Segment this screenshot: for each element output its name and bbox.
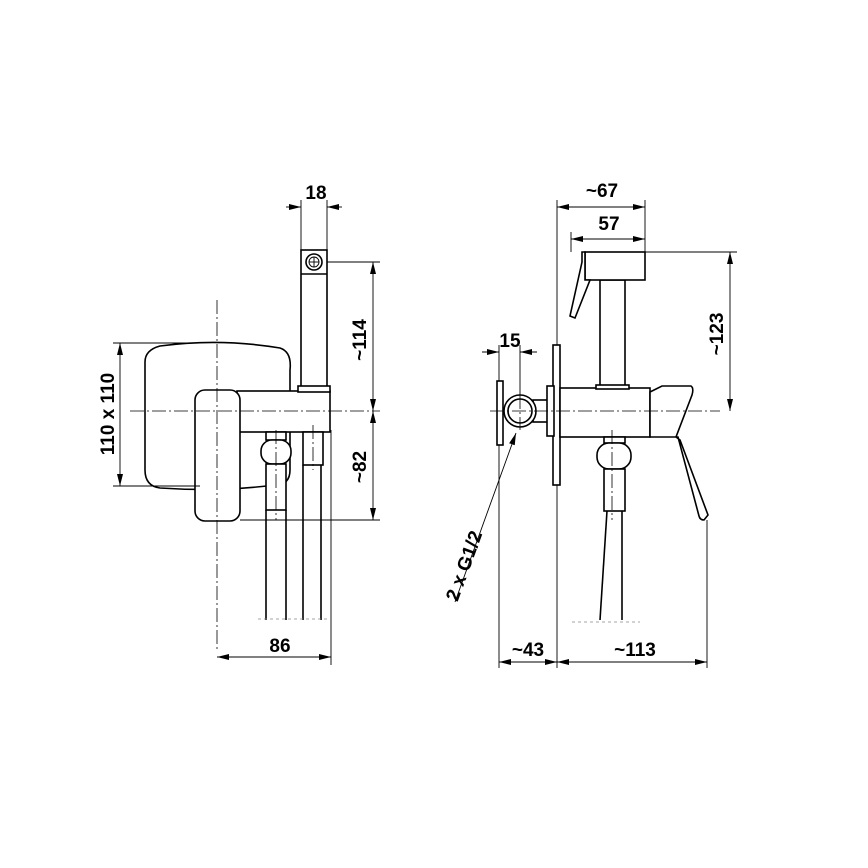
handset-head <box>584 251 646 281</box>
lever-handle <box>194 389 241 522</box>
front-view: ~67 57 ~123 15 2 x G1/2 ~43 ~113 <box>442 181 737 668</box>
lever-handle <box>649 385 709 521</box>
handset-collar <box>297 385 331 393</box>
dim-depth: 86 <box>269 636 290 657</box>
connection-label: 2 x G1/2 <box>442 528 487 604</box>
hose-ball-joint <box>596 442 632 470</box>
handset <box>300 249 328 388</box>
dim-overall-width: ~67 <box>586 181 618 202</box>
side-view: 18 ~114 ~82 110 x 110 86 <box>98 183 380 665</box>
dim-connector-offset: 15 <box>499 331 521 352</box>
dim-lower-height: ~82 <box>350 451 371 483</box>
valve-body <box>559 387 651 438</box>
dim-rear-depth: ~43 <box>512 640 544 661</box>
dim-handset-height: ~123 <box>707 313 728 356</box>
dim-front-depth: ~113 <box>614 640 656 661</box>
dim-head-width: 57 <box>598 214 619 235</box>
dim-handset-height: ~114 <box>350 319 371 361</box>
dim-plate-size: 110 x 110 <box>98 373 119 455</box>
nozzle-icon <box>305 253 323 271</box>
valve-body <box>236 390 331 433</box>
spray-nozzle <box>569 251 592 320</box>
handset-stem <box>599 279 626 389</box>
dim-handset-width: 18 <box>305 183 326 204</box>
